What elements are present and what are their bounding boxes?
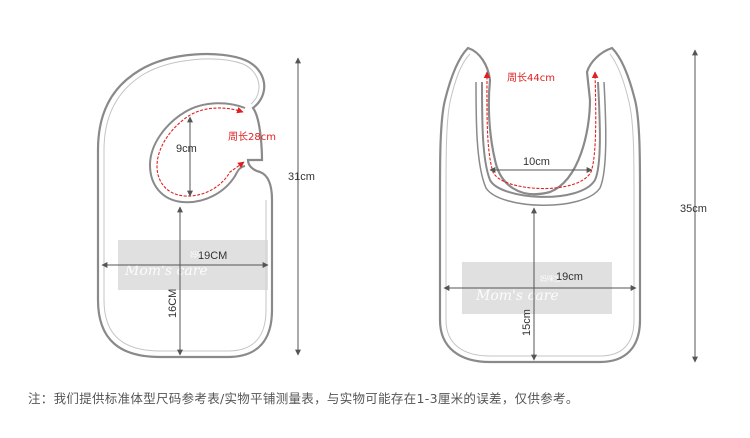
right-body-width-label: 19cm — [556, 271, 583, 283]
right-watermark-small: 妈咪宝 — [540, 274, 561, 283]
left-bib-neck-contour — [148, 102, 246, 204]
right-bib-outline-inner — [445, 53, 635, 357]
right-body-height-label: 15cm — [521, 309, 533, 336]
right-watermark-text: Mom's care — [475, 288, 559, 304]
left-watermark-small: 妈咪宝 — [190, 250, 211, 259]
left-bib: 周长28cm 9cm 31cm 妈咪宝 Mom's care 19CM 16CM — [96, 52, 315, 359]
left-total-height-label: 31cm — [288, 171, 315, 183]
right-bib-neck-binding-outer — [475, 81, 607, 206]
left-body-width-label: 19CM — [198, 250, 227, 262]
size-disclaimer-note: 注：我们提供标准体型尺码参考表/实物平铺测量表，与实物可能存在1-3厘米的误差，… — [28, 391, 579, 406]
right-neck-width-label: 10cm — [523, 156, 550, 168]
right-bib-neck-red-line — [483, 71, 599, 190]
left-bib-outline — [96, 52, 274, 359]
right-neck-circumference-label: 周长44cm — [507, 72, 555, 84]
left-body-height-label: 16CM — [167, 289, 179, 318]
right-bib-neck-binding — [481, 81, 601, 198]
right-bib-outline — [438, 46, 642, 364]
left-bib-neck-red-line — [156, 106, 245, 197]
left-neck-height-label: 9cm — [176, 143, 197, 155]
left-bib-outline-inner — [103, 58, 267, 352]
right-bib: 周长44cm 10cm 35cm 妈咪宝 Mom's care 19cm 15c… — [438, 46, 707, 364]
left-neck-circumference-label: 周长28cm — [228, 131, 276, 143]
right-total-height-label: 35cm — [680, 203, 707, 215]
